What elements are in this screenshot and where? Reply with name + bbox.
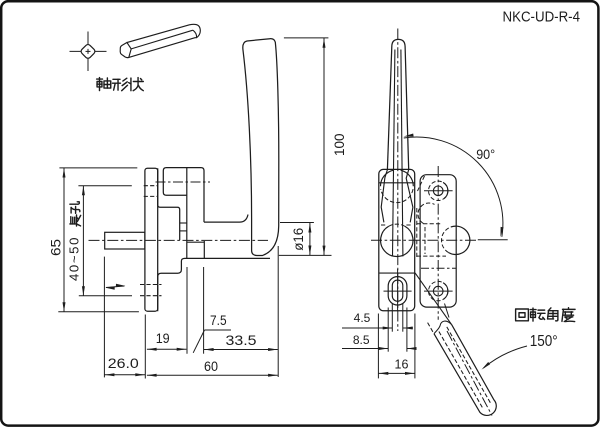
svg-text:60: 60 (204, 358, 218, 374)
svg-text:100: 100 (331, 133, 347, 156)
svg-text:19: 19 (156, 330, 170, 346)
svg-text:90°: 90° (476, 146, 495, 162)
svg-text:ø16: ø16 (291, 228, 306, 251)
svg-text:7.5: 7.5 (210, 312, 227, 328)
svg-text:40~50: 40~50 (67, 236, 82, 281)
svg-text:26.0: 26.0 (108, 355, 139, 371)
svg-text:NKC-UD-R-4: NKC-UD-R-4 (503, 8, 581, 25)
svg-text:8.5: 8.5 (353, 333, 370, 347)
svg-text:16: 16 (395, 358, 409, 372)
svg-text:4.5: 4.5 (354, 311, 371, 325)
svg-text:65: 65 (48, 239, 64, 256)
svg-text:150°: 150° (530, 333, 558, 350)
svg-text:33.5: 33.5 (226, 332, 257, 348)
